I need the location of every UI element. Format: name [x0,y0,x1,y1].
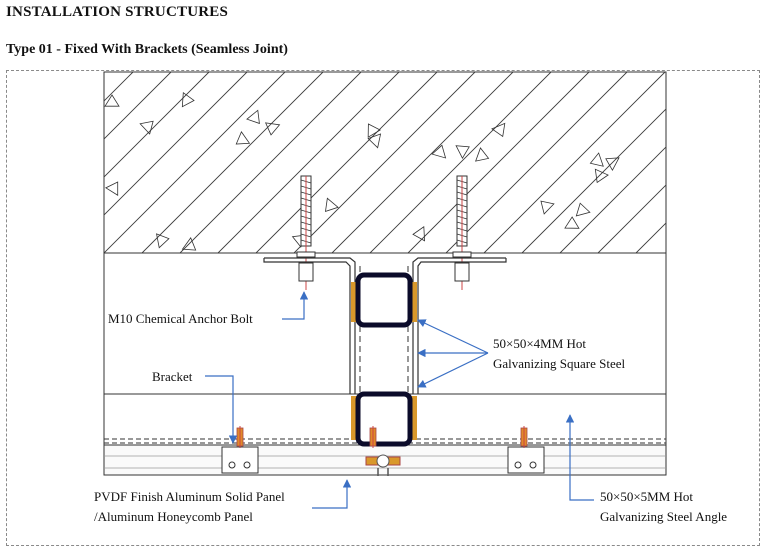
hatch-line [255,72,438,253]
hatch-line [369,72,552,253]
hatch-line [104,72,286,253]
anchor-bolt-label: M10 Chemical Anchor Bolt [108,311,253,326]
concrete-hatch-icon [0,72,768,253]
aggregate-triangle [412,226,425,242]
hatch-line [293,72,476,253]
screw-icon [236,426,528,448]
hatch-line [674,72,768,253]
aggregate-triangle [156,233,170,249]
aggregate-triangle [475,147,490,162]
hatch-line [104,72,210,178]
aggregate-triangle [139,120,154,135]
hatch-line [104,72,248,216]
hatch-line [483,72,666,253]
hatch-line [0,72,57,253]
hatch-line [0,72,95,253]
aggregate-triangle [575,202,591,217]
aggregate-triangle-icon [104,91,620,251]
hatch-line [597,184,666,253]
angle-label-line1: 50×50×5MM Hot [600,489,694,504]
aggregate-triangle [605,157,620,171]
leader-lines [205,291,594,509]
bracket-label: Bracket [152,369,193,384]
square-tube-icon [351,272,417,447]
aggregate-triangle [325,197,339,212]
aggregate-triangle [491,122,506,138]
square-steel-label-line2: Galvanizing Square Steel [493,356,626,371]
hatch-line [104,72,172,140]
aggregate-triangle [594,168,609,184]
aggregate-triangle [540,200,555,215]
hatch-line [559,146,666,253]
aggregate-triangle [431,144,447,159]
hatch-line [750,72,768,253]
hatch-line [445,72,628,253]
aggregate-triangle [264,122,281,136]
hatch-line [407,72,590,253]
hatch-line [217,72,400,253]
panel-label-line2: /Aluminum Honeycomb Panel [94,509,253,524]
aggregate-triangle [181,237,197,251]
joint-fastener-icon [365,454,401,476]
aggregate-triangle [235,131,251,145]
bolt-washer [296,251,316,258]
square-steel-label-line1: 50×50×4MM Hot [493,336,587,351]
hatch-line [141,72,324,253]
anchor-bolt-icon [296,175,472,290]
hatch-line [331,72,514,253]
aggregate-triangle [367,133,382,149]
hatch-line [712,72,768,253]
aggregate-triangle [367,123,381,138]
bolt-washer [452,251,472,258]
page-heading: INSTALLATION STRUCTURES [6,4,229,20]
concrete-slab [0,71,768,254]
aggregate-triangle [589,152,604,167]
aggregate-triangle [181,91,195,108]
hatch-line [0,72,19,253]
drawing-frame [6,70,760,546]
hatch-line [179,72,362,253]
page-subheading: Type 01 - Fixed With Brackets (Seamless … [6,42,288,57]
panel-label-line1: PVDF Finish Aluminum Solid Panel [94,489,285,504]
bolt-nut [454,262,470,282]
panel-clip-icon [221,446,545,474]
aggregate-triangle [564,216,580,229]
angle-label-line2: Galvanizing Steel Angle [600,509,728,524]
hatch-line [521,108,666,253]
aggregate-triangle [104,94,120,107]
aggregate-triangle [246,109,260,125]
aggregate-triangle [105,181,119,196]
aggregate-triangle [455,145,470,159]
bolt-nut [298,262,314,282]
